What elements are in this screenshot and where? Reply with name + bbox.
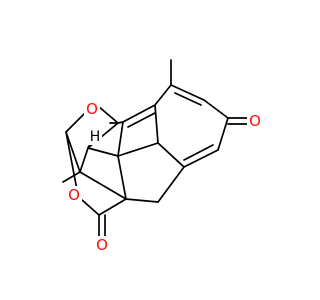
bond xyxy=(183,144,214,161)
bond xyxy=(98,198,127,216)
bond xyxy=(62,171,81,183)
bond xyxy=(183,149,219,168)
bond xyxy=(117,121,124,157)
bond xyxy=(157,142,185,168)
hydrogen-label: H xyxy=(90,129,101,145)
oxygen-label-lactone-ring: O xyxy=(68,186,80,204)
bond xyxy=(125,198,159,203)
bond xyxy=(97,105,119,124)
bond xyxy=(79,147,89,173)
bond xyxy=(157,166,185,203)
bond xyxy=(217,117,229,151)
bond xyxy=(65,131,81,173)
bond xyxy=(174,92,202,106)
bond xyxy=(87,147,119,157)
bond xyxy=(65,131,78,191)
oxygen-label-ketone: O xyxy=(249,112,261,130)
molecule-structure: O O O O H xyxy=(62,59,263,254)
oxygen-label-ether: O xyxy=(86,100,98,118)
label-backdrop xyxy=(247,112,263,130)
bond xyxy=(117,142,159,157)
bond xyxy=(81,199,100,216)
oxygen-label-lactone-carbonyl: O xyxy=(96,236,108,254)
bond xyxy=(122,104,156,123)
bond xyxy=(170,84,205,101)
bond xyxy=(79,171,127,200)
bond xyxy=(65,111,87,133)
bond xyxy=(127,112,156,128)
bond xyxy=(154,104,159,144)
label-backdrop xyxy=(84,100,100,118)
bond xyxy=(154,84,172,106)
molecule-canvas: O O O O H xyxy=(62,59,263,254)
atom-labels: O O O O H xyxy=(66,100,263,254)
label-backdrop xyxy=(94,236,110,254)
bond xyxy=(117,155,127,200)
label-backdrop xyxy=(88,128,102,145)
bond xyxy=(203,99,229,119)
label-backdrop xyxy=(66,186,82,204)
bonds xyxy=(62,59,248,239)
